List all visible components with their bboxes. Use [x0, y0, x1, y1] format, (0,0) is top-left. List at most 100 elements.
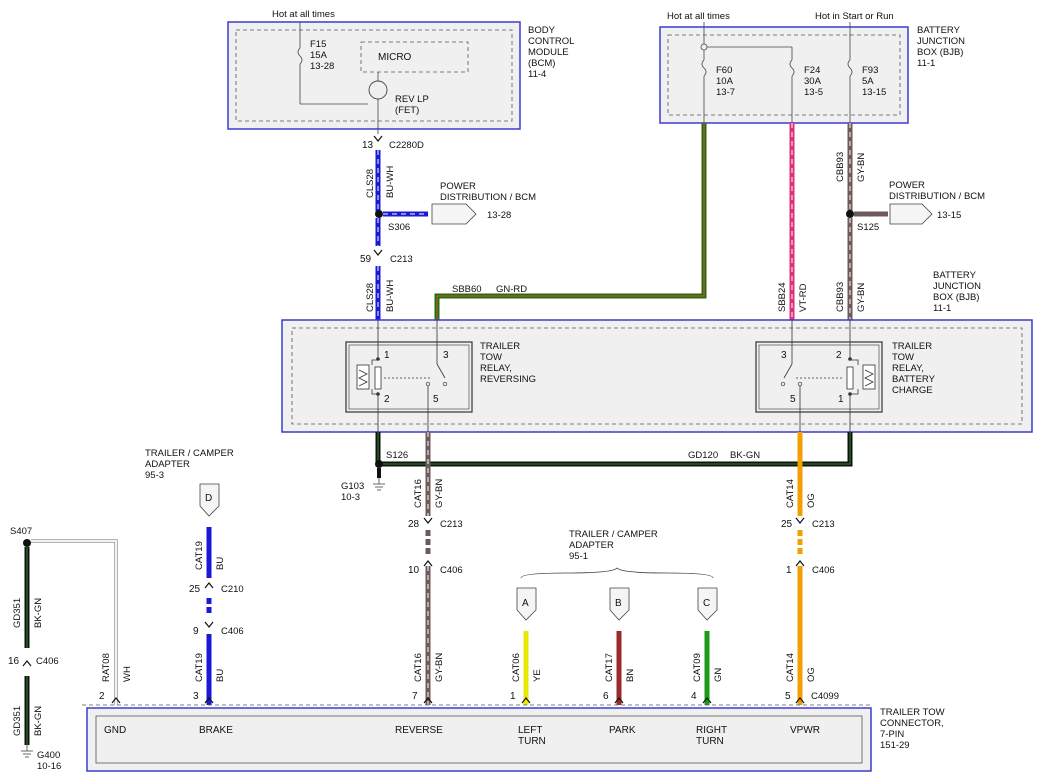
bjb-relay-box — [281, 319, 1033, 433]
cat14-a-label: CAT14 — [785, 479, 796, 508]
adapter-left-label-3: 95-3 — [145, 470, 164, 481]
bcm-title-3: MODULE — [528, 47, 569, 58]
conn-title-3: 7-PIN — [880, 729, 904, 740]
power-dist-bcm-ref: 13-28 — [487, 210, 511, 221]
relay-bat-label-2: TOW — [892, 352, 914, 363]
c406-c-label: C406 — [221, 626, 244, 637]
connector-pin-arrows — [111, 697, 805, 704]
conn-name-right: RIGHT — [696, 725, 727, 736]
cls28-b-label: CLS28 — [365, 283, 376, 312]
micro-label: MICRO — [378, 52, 412, 63]
wire-cat14 — [795, 432, 805, 705]
cls28-a-label: CLS28 — [365, 169, 376, 198]
adapter-b-label: B — [615, 598, 622, 609]
bjb-top-title-1: BATTERY — [917, 25, 961, 36]
relay-rev-label-4: REVERSING — [480, 374, 536, 385]
gn-label: GN — [713, 668, 724, 682]
gd351-b-label: GD351 — [12, 706, 23, 736]
wh-label: WH — [122, 666, 133, 682]
conn-pin-5: 5 — [785, 691, 791, 702]
bcm-title-2: CONTROL — [528, 36, 574, 47]
conn-name-park: PARK — [609, 725, 636, 736]
bcm-title-5: 11-4 — [528, 69, 546, 80]
bu-wh-a-label: BU-WH — [385, 166, 396, 198]
relay-bat-pin-2: 2 — [836, 350, 842, 361]
relay-rev-label-1: TRAILER — [480, 341, 520, 352]
cbb93-a-label: CBB93 — [835, 152, 846, 182]
trailer-tow-connector — [82, 704, 872, 772]
pin-10: 10 — [408, 565, 420, 576]
f24-line-1: F24 — [804, 65, 820, 76]
s407-label: S407 — [10, 526, 32, 537]
adapter-c-connector — [697, 587, 718, 705]
relay-rev-pin-1: 1 — [384, 350, 390, 361]
conn-name-right-turn: TURN — [696, 736, 724, 747]
conn-name-gnd: GND — [104, 725, 126, 736]
wire-gd120 — [373, 432, 853, 491]
c213-b-label: C213 — [440, 519, 463, 530]
relay-rev-label-2: TOW — [480, 352, 502, 363]
sbb24-label: SBB24 — [777, 282, 788, 312]
c406-a-label: C406 — [440, 565, 463, 576]
conn-name-brake: BRAKE — [199, 725, 233, 736]
power-dist-bcm-line-2: DISTRIBUTION / BCM — [440, 192, 536, 203]
c406-d-label: C406 — [36, 656, 59, 667]
conn-name-vpwr: VPWR — [790, 725, 820, 736]
cbb93-b-label: CBB93 — [835, 282, 846, 312]
bjb-top-box: F60 10A 13-7 F24 30A 13-5 F93 5A 13-15 — [659, 22, 909, 124]
pin-16: 16 — [8, 656, 20, 667]
power-dist-bcm-line-1: POWER — [440, 181, 476, 192]
g400-label-1: G400 — [37, 750, 60, 761]
gd120-color-label: BK-GN — [730, 450, 760, 461]
bk-gn-b-label: BK-GN — [33, 706, 44, 736]
f93-line-1: F93 — [862, 65, 878, 76]
relay-bat-pin-5: 5 — [790, 394, 796, 405]
og-b-label: OG — [806, 667, 817, 682]
g103-label-1: G103 — [341, 481, 364, 492]
pin-25b: 25 — [189, 584, 201, 595]
gy-bn-c-label: GY-BN — [434, 479, 445, 508]
conn-title-1: TRAILER TOW — [880, 707, 945, 718]
conn-title-2: CONNECTOR, — [880, 718, 944, 729]
power-dist-bcm2-line-2: DISTRIBUTION / BCM — [889, 191, 985, 202]
conn-pin-7: 7 — [412, 691, 418, 702]
relay-bat-pin-3: 3 — [781, 350, 787, 361]
og-a-label: OG — [806, 493, 817, 508]
bn-label: BN — [625, 669, 636, 682]
wire-sbb60 — [434, 123, 707, 320]
ye-label: YE — [532, 669, 543, 682]
power-dist-bcm2-line-1: POWER — [889, 180, 925, 191]
bk-gn-a-label: BK-GN — [33, 598, 44, 628]
s125-label: S125 — [857, 222, 879, 233]
adapter-left-label-2: ADAPTER — [145, 459, 190, 470]
f24-line-3: 13-5 — [804, 87, 823, 98]
relay-rev-label-3: RELAY, — [480, 363, 512, 374]
cat14-b-label: CAT14 — [785, 653, 796, 682]
relay-bat-label-5: CHARGE — [892, 385, 933, 396]
rev-lp-fet-label: (FET) — [395, 105, 419, 116]
cat19-b-label: CAT19 — [194, 653, 205, 682]
adapter-right-label-1: TRAILER / CAMPER — [569, 529, 658, 540]
relay-bat-pin-1: 1 — [838, 394, 844, 405]
gy-bn-b-label: GY-BN — [856, 283, 867, 312]
f60-line-1: F60 — [716, 65, 732, 76]
conn-pin-1: 1 — [510, 691, 516, 702]
c4099-label: C4099 — [811, 691, 839, 702]
pin-9: 9 — [193, 626, 199, 637]
conn-name-left: LEFT — [518, 725, 542, 736]
gy-bn-d-label: GY-BN — [434, 653, 445, 682]
gn-rd-label: GN-RD — [496, 284, 527, 295]
f93-line-2: 5A — [862, 76, 874, 87]
bcm-title-4: (BCM) — [528, 58, 555, 69]
wire-cat16 — [423, 432, 433, 705]
relay-rev-pin-5: 5 — [433, 394, 439, 405]
cat16-a-label: CAT16 — [413, 479, 424, 508]
f93-line-3: 13-15 — [862, 87, 886, 98]
bcm-module: MICRO F15 15A 13-28 REV LP (FET) — [227, 21, 521, 134]
relay-rev-pin-3: 3 — [443, 350, 449, 361]
bjb-top-title-3: BOX (BJB) — [917, 47, 963, 58]
relay-bat-label-3: RELAY, — [892, 363, 924, 374]
adapter-b-connector — [609, 587, 630, 705]
adapter-right-label-2: ADAPTER — [569, 540, 614, 551]
bjb-hot-label: Hot at all times — [667, 11, 730, 22]
